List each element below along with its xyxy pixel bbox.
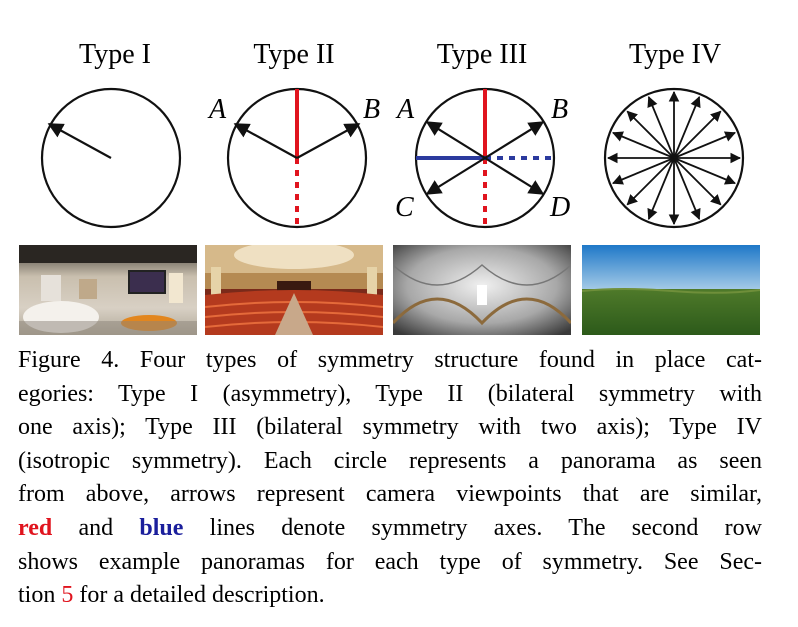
- viewpoint-arrow: [47, 123, 112, 159]
- viewpoint-arrows: [606, 90, 742, 226]
- panorama-tunnel: [393, 245, 571, 335]
- type-i-title: Type I: [79, 39, 151, 70]
- viewpoint-arrow: [647, 96, 675, 159]
- caption-line-4: (isotropic symmetry). Each circle repres…: [18, 447, 762, 474]
- viewpoint-arrow-a: [425, 121, 486, 159]
- viewpoint-arrow-c: [425, 157, 486, 195]
- viewpoint-arrow: [673, 157, 722, 206]
- viewpoint-arrow: [626, 110, 675, 159]
- viewpoint-arrow: [673, 131, 736, 159]
- viewpoint-arrow: [612, 131, 675, 159]
- viewpoint-arrow: [673, 157, 736, 185]
- type-i-diagram: [21, 80, 201, 240]
- red-word: red: [18, 514, 53, 541]
- caption-line-3: one axis); Type III (bilateral symmetry …: [18, 414, 762, 441]
- panorama-circle: [40, 87, 182, 229]
- caption-line-1: Figure 4. Four types of symmetry structu…: [18, 347, 762, 373]
- type-iv-title: Type IV: [628, 39, 722, 70]
- panorama-bedroom: [19, 245, 197, 335]
- viewpoint-arrow-d: [484, 157, 545, 195]
- viewpoint-arrow: [673, 157, 701, 220]
- type-iii-title: Type III: [436, 39, 528, 70]
- type-ii-title: Type II: [253, 39, 335, 70]
- label-b: B: [363, 94, 380, 125]
- caption-line-7: shows example panoramas for each type of…: [18, 548, 762, 575]
- viewpoint-arrow-a: [233, 123, 298, 159]
- viewpoint-arrow-b: [484, 121, 545, 159]
- viewpoint-arrow-b: [296, 123, 361, 159]
- caption-line-5: from above, arrows represent camera view…: [18, 481, 762, 508]
- viewpoint-arrow: [673, 96, 701, 159]
- type-ii-diagram: A B: [205, 80, 385, 240]
- caption-line-8: tion 5 for a detailed description.: [18, 582, 325, 609]
- figure-caption: Figure 4. Four types of symmetry structu…: [18, 344, 762, 613]
- type-iii-diagram: A B C D: [393, 80, 573, 240]
- caption-line-2: egories: Type I (asymmetry), Type II (bi…: [18, 380, 762, 407]
- section-link[interactable]: 5: [61, 582, 74, 609]
- caption-line-6: red and blue lines denote symmetry axes.…: [18, 514, 762, 541]
- viewpoint-arrow: [626, 157, 675, 206]
- panorama-field: [582, 245, 760, 335]
- label-a: A: [207, 94, 227, 125]
- viewpoint-arrow: [673, 110, 722, 159]
- label-b: B: [551, 94, 568, 125]
- label-d: D: [549, 192, 570, 223]
- label-c: C: [395, 192, 414, 223]
- viewpoint-arrow: [647, 157, 675, 220]
- panorama-theater: [205, 245, 383, 335]
- label-a: A: [395, 94, 415, 125]
- viewpoint-arrow: [612, 157, 675, 185]
- type-iv-diagram: [582, 80, 762, 240]
- panorama-circle: [603, 87, 745, 229]
- blue-word: blue: [139, 514, 184, 541]
